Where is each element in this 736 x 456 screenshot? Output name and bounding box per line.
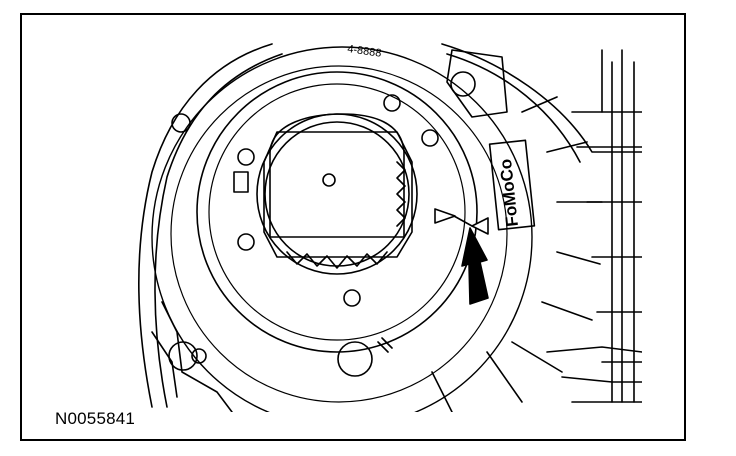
casting-text: 4-8888 (347, 43, 383, 60)
part-stamp-text: FoMoCo (496, 158, 522, 228)
component-illustration: FoMoCo 4-8888 (138, 43, 642, 412)
alignment-mark-right-icon (471, 217, 489, 235)
alignment-marks (434, 208, 489, 235)
alignment-mark-left-icon (434, 208, 456, 224)
indicator-arrow-icon (461, 227, 489, 305)
part-stamp: FoMoCo (488, 139, 536, 231)
illustration-frame: FoMoCo 4-8888 N0055841 (20, 13, 686, 441)
figure-reference-number: N0055841 (55, 409, 136, 428)
housing-outline (138, 43, 642, 412)
main-bore-assembly (151, 46, 533, 412)
